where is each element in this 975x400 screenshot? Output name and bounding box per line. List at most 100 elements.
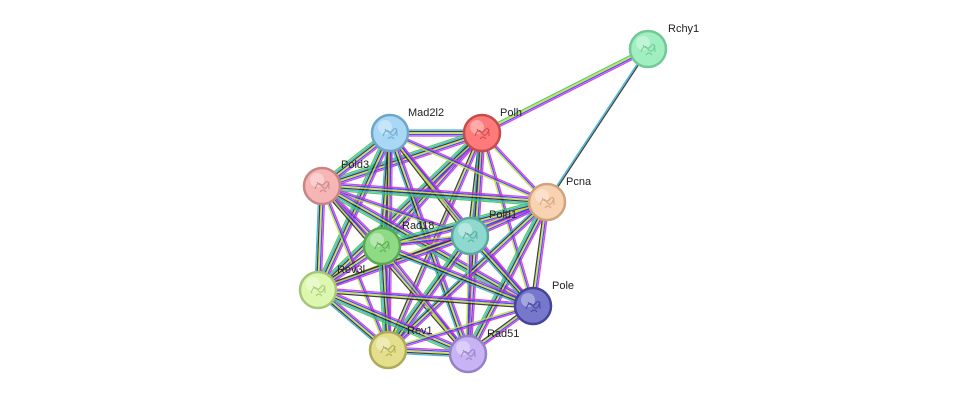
node-label: Pold3 [341,159,369,171]
edge-channel [318,287,534,305]
node-label: Rev1 [407,325,433,337]
edge-channel [318,133,392,291]
edge-channel [316,291,468,357]
edge-channel [386,235,470,350]
edge-mad2l2-pcna[interactable] [389,131,548,204]
node-highlight [370,233,384,247]
edge-pold1-rad51[interactable] [465,235,473,355]
protein-structure-icon [380,344,396,357]
protein-structure-icon [640,43,656,56]
edge-channel [323,184,471,353]
edge-channel [390,237,474,353]
edge-channel [382,244,534,306]
edge-channel [382,242,535,304]
edge-channel [388,236,472,351]
protein-structure-icon [474,127,490,140]
edge-rev3l-rad51[interactable] [316,285,470,359]
edge-pole-rev1[interactable] [387,303,534,353]
edge-pold3-pcna[interactable] [321,181,548,207]
edge-channel [482,49,649,135]
protein-structure-icon [314,180,330,193]
node-rchy1[interactable]: Rchy1 [628,23,699,69]
edge-channel [317,290,533,308]
edge-channel [465,235,470,354]
edge-channel [480,46,648,132]
protein-structure-icon [310,284,326,297]
edge-channel [322,183,535,305]
edge-rad18-pole[interactable] [380,242,535,310]
edge-channel [380,246,468,356]
edge-rchy1-polh[interactable] [480,46,650,136]
edge-channel [321,186,547,204]
node-highlight [470,120,484,134]
node-highlight [521,293,535,307]
edge-channel [320,186,468,355]
edge-rchy1-pcna[interactable] [545,48,650,203]
edge-channel [319,133,393,292]
edge-channel [482,50,650,136]
edge-channel [317,290,468,356]
edge-channel [389,132,469,355]
node-label: Pold1 [489,209,517,221]
edge-channel [314,129,480,288]
edge-rev3l-pole[interactable] [317,287,534,309]
edge-channel [320,134,394,292]
node-rev1[interactable]: Rev1 [368,325,433,370]
edge-channel [322,184,548,202]
protein-structure-icon [382,127,398,140]
edge-channel [386,200,547,350]
node-rad51[interactable]: Rad51 [448,328,519,374]
edge-channel [381,245,534,307]
edge-channel [381,246,533,308]
edge-channel [318,288,469,354]
edge-channel [319,187,467,356]
edge-channel [321,189,547,207]
edge-channel [547,49,650,203]
edge-channel [322,185,390,350]
protein-structure-icon [462,230,478,243]
node-label: Rad51 [487,328,519,340]
node-highlight [456,341,470,355]
node-pole[interactable]: Pole [513,280,574,326]
node-highlight [310,173,324,187]
edge-channel [389,132,548,203]
edge-channel [387,303,533,350]
edge-channel [392,131,472,354]
node-label: Mad2l2 [408,107,444,119]
node-highlight [376,337,390,351]
edge-channel [481,47,648,133]
node-highlight [378,120,392,134]
node-highlight [458,223,472,237]
edge-channel [317,291,533,309]
node-label: Pole [552,280,574,292]
edge-channel [390,131,548,202]
node-label: Rad18 [402,220,434,232]
edge-channel [322,184,534,306]
protein-structure-icon [539,196,555,209]
edge-channel [322,185,470,354]
edge-channel [316,292,467,359]
node-label: Polh [500,107,522,119]
node-pold3[interactable]: Pold3 [302,159,369,206]
node-polh[interactable]: Polh [462,107,522,153]
edge-mad2l2-rev3l[interactable] [314,131,394,292]
node-rev3l[interactable]: Rev3l [298,264,365,310]
protein-structure-icon [525,300,541,313]
edge-pold3-rad51[interactable] [319,184,471,356]
node-mad2l2[interactable]: Mad2l2 [370,107,444,153]
edge-channel [321,187,547,205]
node-highlight [535,189,549,203]
node-pcna[interactable]: Pcna [527,176,592,222]
edge-pold1-rev1[interactable] [384,233,474,353]
node-label: Pcna [566,176,592,188]
edge-channel [380,248,533,310]
protein-structure-icon [460,348,476,361]
node-label: Rev3l [337,264,365,276]
edge-channel [314,131,388,289]
node-rad18[interactable]: Rad18 [362,220,434,266]
edge-channel [545,48,648,202]
node-pold1[interactable]: Pold1 [450,209,517,256]
node-highlight [306,277,320,291]
edge-channel [315,131,389,290]
